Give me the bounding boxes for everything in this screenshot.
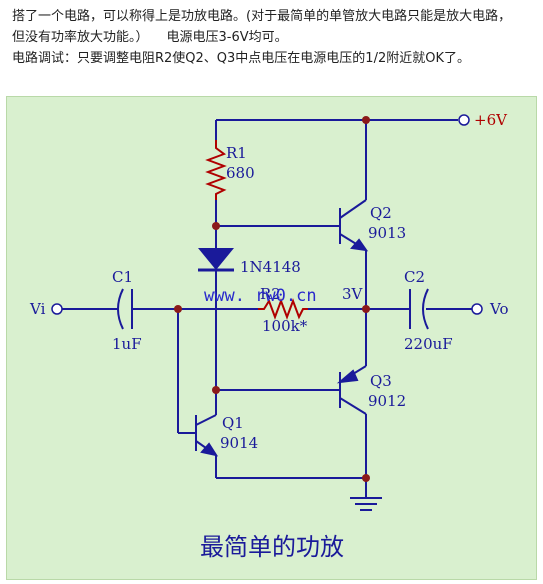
diagram-caption: 最简单的功放 [200,533,344,561]
q3-type-label: 9012 [368,392,406,410]
diode-1n4148 [198,248,234,272]
q1-type-label: 9014 [220,434,258,452]
circuit-diagram-panel [6,96,537,580]
intro-line-2a: 但没有功率放大功能。） [12,30,149,45]
c1-value-label: 1uF [112,335,142,353]
supply-label: +6V [474,111,508,129]
supply-terminal [458,114,470,126]
junction-node [212,386,220,394]
intro-line-2: 但没有功率放大功能。） 电源电压3-6V均可。 [12,27,537,48]
junction-node [212,222,220,230]
midpoint-voltage-label: 3V [342,285,364,303]
transistor-q3 [336,365,367,415]
r2-resistor [258,298,308,320]
diode-label: 1N4148 [240,258,301,276]
junction-node [362,474,370,482]
r1-resistor [205,140,227,200]
output-terminal [471,303,483,315]
input-terminal [51,303,63,315]
q2-type-label: 9013 [368,224,406,242]
c2-value-label: 220uF [404,335,453,353]
junction-node [362,116,370,124]
c2-name-label: C2 [404,268,425,286]
ground-symbol [350,478,382,511]
q3-name-label: Q3 [370,372,392,390]
intro-line-2b: 电源电压3-6V均可。 [166,30,288,45]
output-label: Vo [489,300,509,318]
c1-name-label: C1 [112,268,133,286]
intro-text: 搭了一个电路，可以称得上是功放电路。(对于最简单的单管放大电路只能是放大电路， … [12,6,537,69]
capacitor-c2 [409,288,429,330]
q1-name-label: Q1 [222,414,244,432]
transistor-q1 [195,414,219,457]
q2-name-label: Q2 [370,204,392,222]
junction-node [174,305,182,313]
intro-line-1: 搭了一个电路，可以称得上是功放电路。(对于最简单的单管放大电路只能是放大电路， [12,9,512,24]
input-label: Vi [29,300,46,318]
capacitor-c1 [117,288,133,330]
r1-name-label: R1 [226,144,247,162]
transistor-q2 [339,199,369,252]
r2-name-label: R2 [260,285,281,303]
watermark-text: www. rw0.cn [204,286,317,306]
r1-value-label: 680 [226,164,255,182]
intro-line-3: 电路调试：只要调整电阻R2使Q2、Q3中点电压在电源电压的1/2附近就OK了。 [12,51,470,66]
junction-nodes [174,116,370,482]
junction-node [362,305,370,313]
r2-value-label: 100k* [262,317,308,335]
